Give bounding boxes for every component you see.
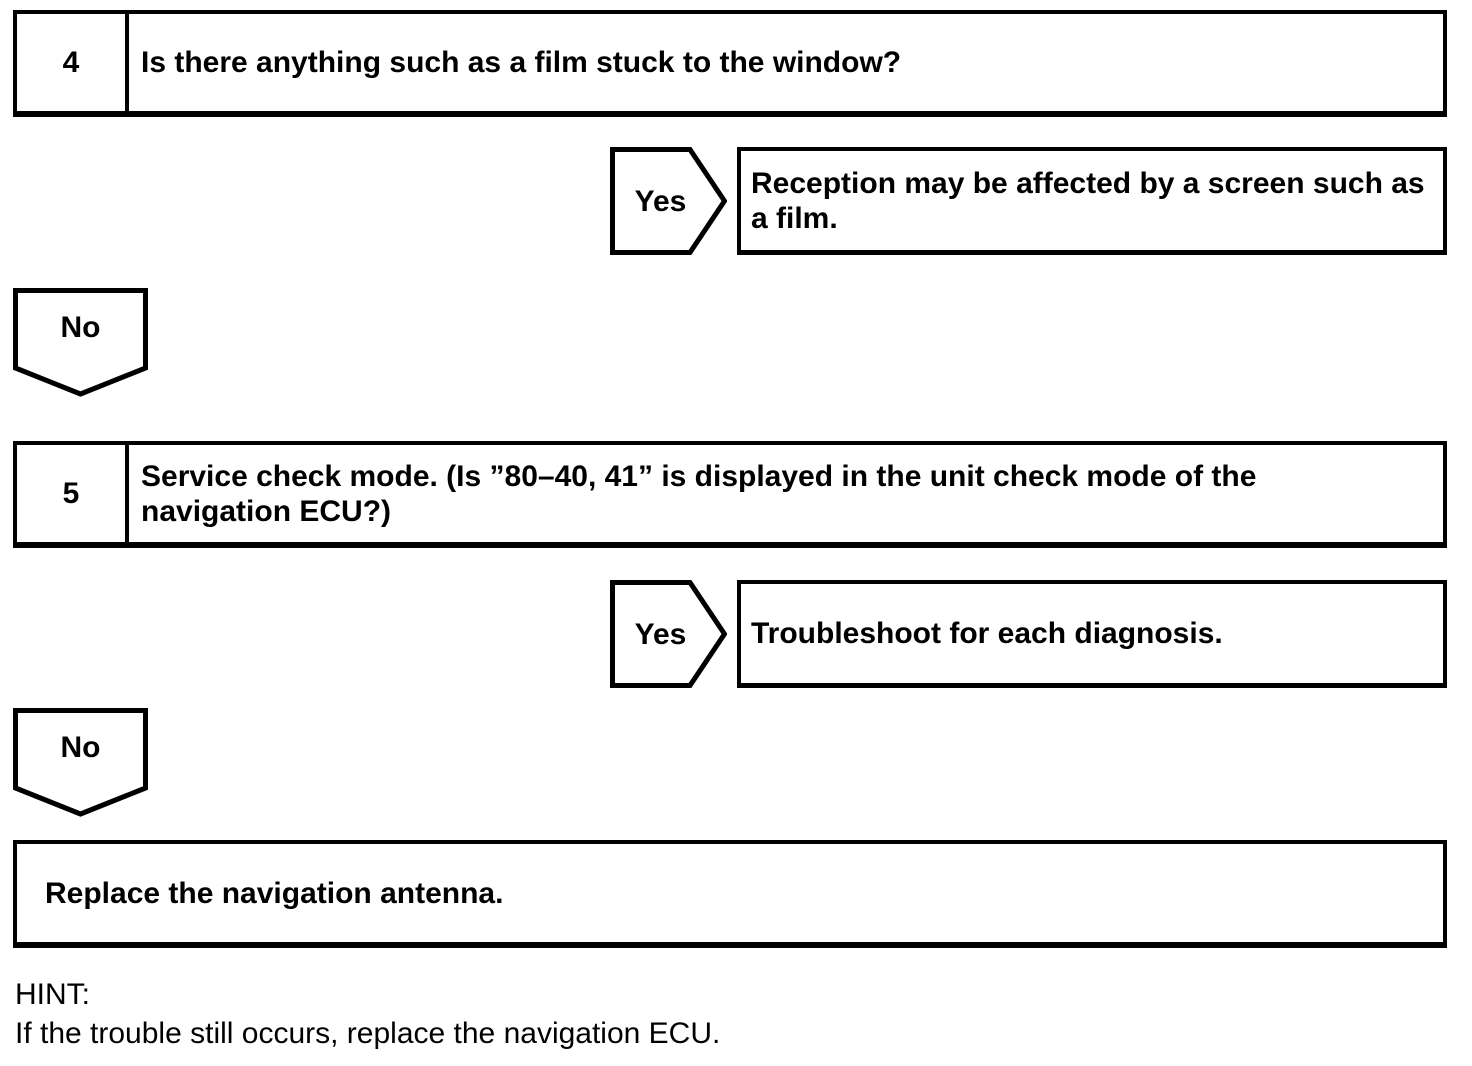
step-5-no-connector: No <box>13 708 148 817</box>
pentagon-right-icon <box>610 147 727 255</box>
step-5-yes-label: Yes <box>634 617 687 651</box>
step-5-question: Service check mode. (Is ”80–40, 41” is d… <box>141 459 1257 528</box>
pentagon-down-icon <box>13 288 148 397</box>
step-5-yes-connector: Yes <box>610 580 727 688</box>
hint-section: HINT: If the trouble still occurs, repla… <box>15 975 720 1053</box>
final-action-box: Replace the navigation antenna. <box>13 840 1447 948</box>
step-4-yes-result-box: Reception may be affected by a screen su… <box>737 147 1447 255</box>
step-4-question-cell: Is there anything such as a film stuck t… <box>129 14 1443 111</box>
step-5-yes-result: Troubleshoot for each diagnosis. <box>751 617 1223 650</box>
step-5-question-cell: Service check mode. (Is ”80–40, 41” is d… <box>129 445 1443 542</box>
step-4-question: Is there anything such as a film stuck t… <box>141 46 902 79</box>
step-4-box: 4 Is there anything such as a film stuck… <box>13 10 1447 117</box>
step-5-number: 5 <box>62 477 80 510</box>
pentagon-right-icon <box>610 580 727 688</box>
step-5-no-label: No <box>60 731 101 764</box>
step-4-yes-result: Reception may be affected by a screen su… <box>751 166 1425 235</box>
pentagon-down-icon <box>13 708 148 817</box>
step-4-number: 4 <box>62 46 80 79</box>
step-4-yes-label: Yes <box>634 184 687 218</box>
hint-text: If the trouble still occurs, replace the… <box>15 1017 721 1050</box>
step-4-yes-connector: Yes <box>610 147 727 255</box>
step-5-number-cell: 5 <box>17 445 129 542</box>
step-5-yes-result-box: Troubleshoot for each diagnosis. <box>737 580 1447 688</box>
step-4-number-cell: 4 <box>17 14 129 111</box>
step-4-no-label: No <box>60 311 101 344</box>
hint-label: HINT: <box>15 978 90 1011</box>
step-5-box: 5 Service check mode. (Is ”80–40, 41” is… <box>13 441 1447 548</box>
final-action-text: Replace the navigation antenna. <box>45 876 504 910</box>
step-4-no-connector: No <box>13 288 148 397</box>
